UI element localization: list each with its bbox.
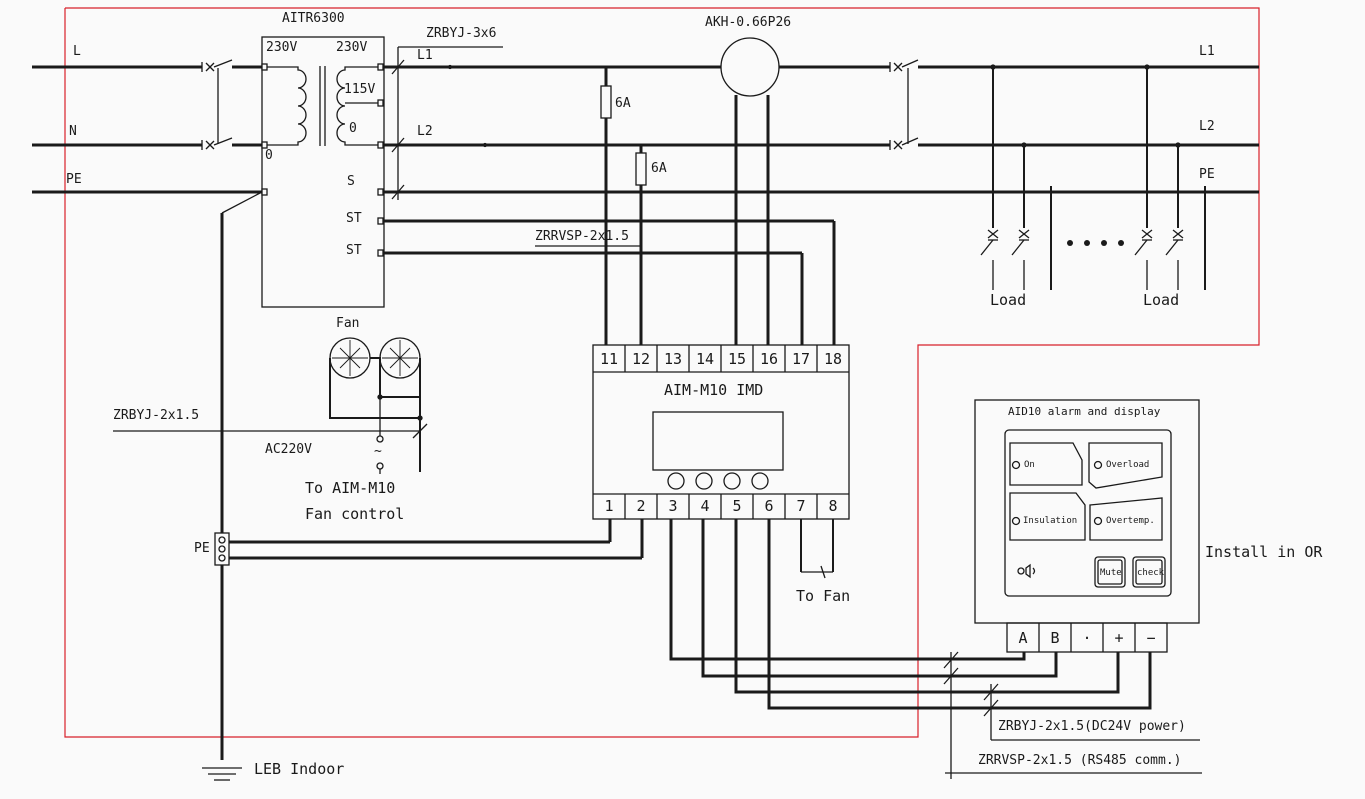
imd-top-terminal-2: 13 [663,350,683,368]
leb-boundary [64,7,1260,738]
transformer-primary-zero: 0 [265,148,273,163]
imd-title: AIM-M10 IMD [664,381,764,399]
line-l1-right: L1 [1199,44,1215,59]
aid-terminal-2: · [1082,629,1092,647]
imd-bottom-terminal-6: 7 [796,497,806,515]
fan-symbol [113,337,428,474]
pe-block-label: PE [194,541,210,556]
overload-indicator: Overload [1106,460,1150,470]
load-2-label: Load [1143,291,1180,309]
ground-label: LEB Indoor [254,760,345,778]
mains-l-label: L [73,44,81,59]
imd-display [652,411,784,471]
transformer-primary-voltage: 230V [266,40,298,55]
imd-bottom-terminal-0: 1 [604,497,614,515]
current-transformer [720,37,780,97]
mains-n-label: N [69,124,77,139]
speaker-icon [1017,567,1025,575]
transformer-s-label: S [347,174,355,189]
line-pe-right: PE [1199,167,1215,182]
line-l1-left: L1 [417,48,433,63]
insulation-indicator: Insulation [1023,516,1078,526]
aid-title: AID10 alarm and display [1008,405,1161,418]
aid-terminal-4: − [1146,629,1156,647]
imd-bottom-terminal-7: 8 [828,497,838,515]
fan-cable-label: ZRBYJ-2x1.5 [113,408,200,423]
overtemp-indicator: Overtemp. [1106,516,1155,526]
imd-top-terminal-6: 17 [791,350,811,368]
aid-terminal-0: A [1018,629,1028,647]
aid-body [974,399,1200,624]
load-feeders-1 [980,64,1052,290]
fuse-1-label: 6A [615,96,631,111]
ct-model: AKH-0.66P26 [705,15,792,30]
imd-top-terminal-4: 15 [727,350,747,368]
fuse-1 [600,85,612,119]
fuse-2-label: 6A [651,161,667,176]
aid-terminal-3: + [1114,629,1124,647]
transformer-model: AITR6300 [282,11,345,26]
transformer-secondary-voltage: 230V [336,40,368,55]
load-feeders-2 [1134,64,1206,290]
install-note: Install in OR [1205,543,1323,561]
st-cable-label: ZRRVSP-2x1.5 [535,229,629,244]
pe-terminal-block [214,532,230,566]
dc-power-cable-label: ZRBYJ-2x1.5(DC24V power) [998,719,1186,734]
imd-bottom-terminal-1: 2 [636,497,646,515]
fan-supply-label: AC220V [265,442,312,457]
fan-note-line1: To AIM-M10 [305,479,396,497]
imd-top-terminal-0: 11 [599,350,619,368]
imd-bottom-terminal-5: 6 [764,497,774,515]
imd-top-terminal-5: 16 [759,350,779,368]
rs485-cable-label: ZRRVSP-2x1.5 (RS485 comm.) [978,753,1182,768]
transformer-st1-label: ST [346,211,362,226]
transformer-st2-label: ST [346,243,362,258]
check-button[interactable]: check [1137,568,1165,578]
line-l2-right: L2 [1199,119,1215,134]
mains-pe-label: PE [66,172,82,187]
fan-title: Fan [336,316,360,331]
to-fan-label: To Fan [796,587,851,605]
main-cable-label: ZRBYJ-3x6 [426,26,497,41]
aid-terminal-1: B [1050,629,1060,647]
fuse-2 [635,152,647,186]
transformer-box [261,36,385,308]
fan-note-line2: Fan control [305,505,405,523]
imd-bottom-terminal-4: 5 [732,497,742,515]
imd-top-terminal-7: 18 [823,350,843,368]
transformer-tap-voltage: 115V [344,82,376,97]
imd-bottom-terminal-2: 3 [668,497,678,515]
line-l2-left: L2 [417,124,433,139]
imd-top-terminal-3: 14 [695,350,715,368]
imd-bottom-terminal-3: 4 [700,497,710,515]
transformer-tap-zero: 0 [349,121,357,136]
imd-top-terminal-1: 12 [631,350,651,368]
imd-body [592,344,850,520]
on-indicator: On [1024,460,1035,470]
fan-tilde: ~ [374,444,382,459]
load-1-label: Load [990,291,1027,309]
mute-button[interactable]: Mute [1100,568,1122,578]
